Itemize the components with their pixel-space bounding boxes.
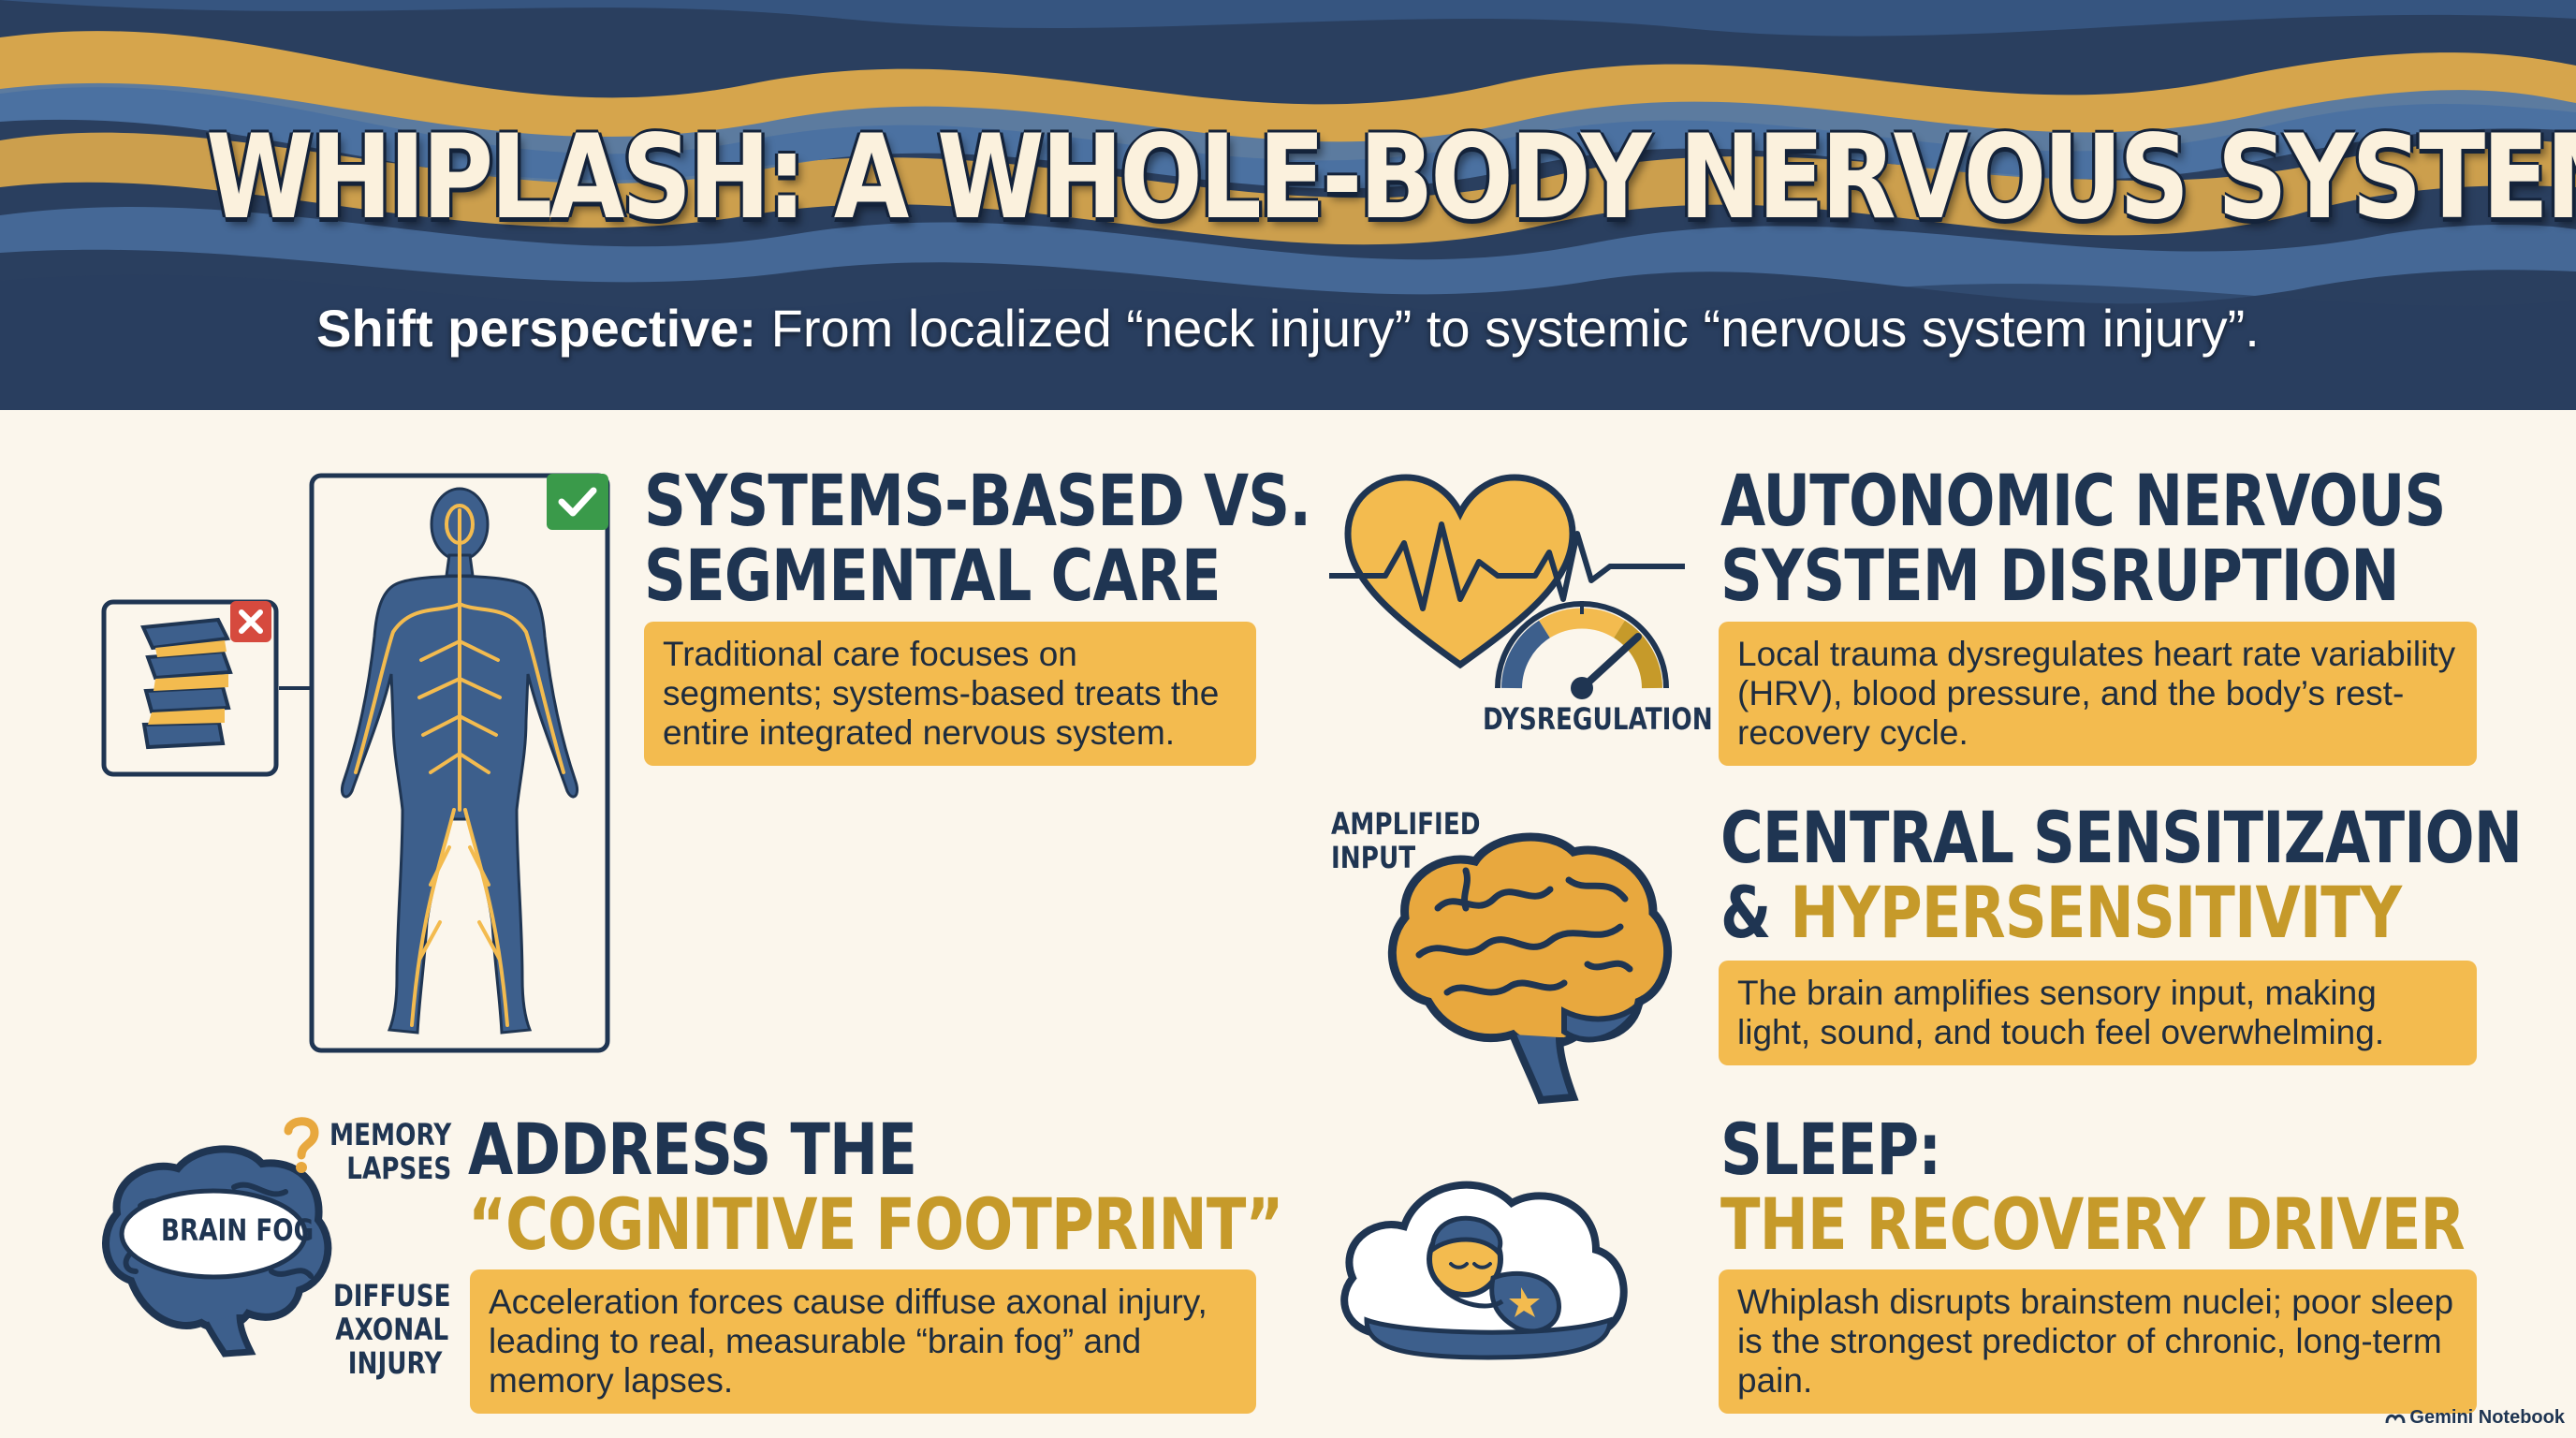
amplified-label-line1: AMPLIFIED bbox=[1331, 806, 1481, 842]
page-subtitle: Shift perspective: From localized “neck … bbox=[0, 298, 2576, 359]
sleep-heading-line1: SLEEP: bbox=[1720, 1108, 1941, 1191]
question-mark-icon bbox=[284, 1117, 319, 1173]
central-heading-gold: HYPERSENSITIVITY bbox=[1790, 871, 2402, 954]
sleep-heading: SLEEP: THE RECOVERY DRIVER bbox=[1720, 1108, 2466, 1266]
header-banner: WHIPLASH: A WHOLE-BODY NERVOUS SYSTEM EV… bbox=[0, 0, 2576, 410]
diffuse-label-line1: DIFFUSE bbox=[333, 1278, 451, 1313]
cognitive-heading-line2: “COGNITIVE FOOTPRINT” bbox=[468, 1182, 1283, 1266]
brain-fog-icon bbox=[102, 1145, 332, 1357]
page-title: WHIPLASH: A WHOLE-BODY NERVOUS SYSTEM EV… bbox=[206, 110, 2576, 245]
footer-brand-text: Gemini Notebook bbox=[2409, 1407, 2565, 1428]
memory-label-line2: LAPSES bbox=[346, 1151, 452, 1186]
check-icon bbox=[547, 474, 608, 530]
wave-background bbox=[0, 0, 2576, 410]
sleep-heading-line2: THE RECOVERY DRIVER bbox=[1720, 1182, 2466, 1266]
systems-heading-line2: SEGMENTAL CARE bbox=[644, 534, 1222, 617]
autonomic-heading-line1: AUTONOMIC NERVOUS bbox=[1720, 459, 2446, 542]
cognitive-text: Acceleration forces cause diffuse axonal… bbox=[470, 1269, 1256, 1414]
autonomic-heading-line2: SYSTEM DISRUPTION bbox=[1720, 534, 2399, 617]
dysregulation-label: DYSREGULATION bbox=[1483, 701, 1713, 737]
autonomic-text: Local trauma dysregulates heart rate var… bbox=[1719, 622, 2477, 766]
systems-heading: SYSTEMS-BASED VS. SEGMENTAL CARE bbox=[644, 459, 1311, 617]
gemini-logo-icon bbox=[2385, 1414, 2406, 1423]
diffuse-label-line3: INJURY bbox=[347, 1345, 443, 1381]
cross-icon bbox=[230, 601, 271, 642]
central-heading-line2: & HYPERSENSITIVITY bbox=[1720, 875, 2522, 950]
diffuse-axonal-label: DIFFUSE AXONAL INJURY bbox=[333, 1279, 451, 1380]
systems-text: Traditional care focuses on segments; sy… bbox=[644, 622, 1256, 766]
spine-segment-icon bbox=[101, 599, 279, 777]
amplified-input-label: AMPLIFIED INPUT bbox=[1331, 807, 1481, 874]
systems-heading-line1: SYSTEMS-BASED VS. bbox=[644, 459, 1311, 542]
autonomic-heading: AUTONOMIC NERVOUS SYSTEM DISRUPTION bbox=[1720, 463, 2446, 613]
sleep-text: Whiplash disrupts brainstem nuclei; poor… bbox=[1719, 1269, 2477, 1414]
human-body-nervous-system-icon bbox=[309, 473, 610, 1053]
brain-icon bbox=[1387, 832, 1673, 1105]
diffuse-label-line2: AXONAL bbox=[335, 1312, 449, 1347]
footer-brand: Gemini Notebook bbox=[2385, 1407, 2565, 1429]
cognitive-heading: ADDRESS THE “COGNITIVE FOOTPRINT” bbox=[468, 1112, 1283, 1262]
heart-ecg-icon bbox=[1329, 474, 1685, 669]
central-heading-prefix: & bbox=[1720, 871, 1791, 954]
brain-fog-label: BRAIN FOG bbox=[161, 1212, 315, 1248]
memory-lapses-label: MEMORY LAPSES bbox=[329, 1118, 451, 1185]
memory-label-line1: MEMORY bbox=[329, 1117, 452, 1152]
subtitle-bold: Shift perspective: bbox=[316, 299, 757, 358]
amplified-label-line2: INPUT bbox=[1331, 840, 1416, 875]
central-heading-line1: CENTRAL SENSITIZATION bbox=[1720, 796, 2523, 879]
gauge-icon bbox=[1495, 601, 1669, 699]
sleeping-person-cloud-icon bbox=[1340, 1181, 1628, 1360]
central-text: The brain amplifies sensory input, makin… bbox=[1719, 961, 2477, 1065]
subtitle-text: From localized “neck injury” to systemic… bbox=[756, 299, 2260, 358]
cognitive-heading-line1: ADDRESS THE bbox=[468, 1108, 917, 1191]
central-heading: CENTRAL SENSITIZATION & HYPERSENSITIVITY bbox=[1720, 796, 2523, 950]
